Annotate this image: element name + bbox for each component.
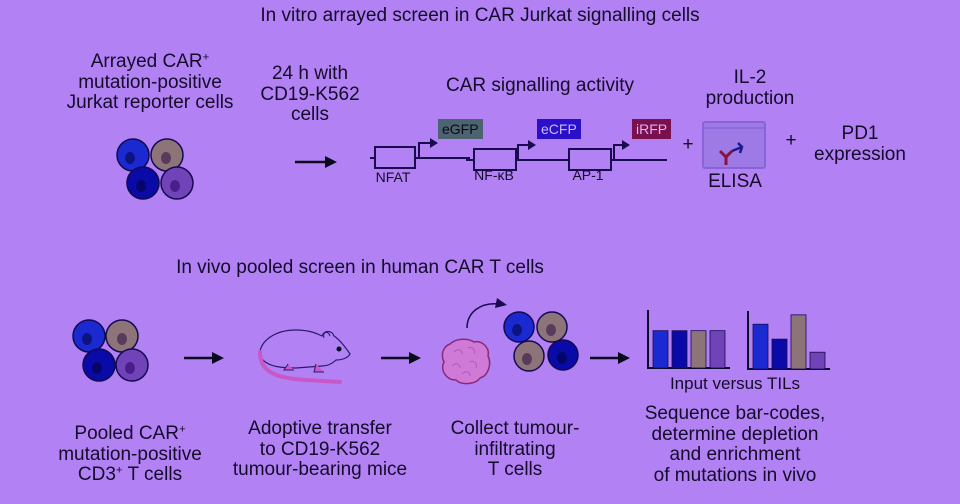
mouse-icon (258, 329, 351, 384)
arrow-icon (295, 156, 337, 168)
bar-tils-2 (771, 338, 788, 370)
bar-tils-1 (752, 323, 769, 370)
bar-input-1 (652, 330, 669, 369)
coculture-label: 24 h with CD19-K562 cells (260, 63, 360, 126)
curved-arrow-icon (466, 298, 507, 329)
signalling-title: CAR signalling activity (446, 75, 634, 96)
cell-cluster-tils (503, 311, 579, 372)
bar-chart-input (647, 310, 730, 369)
cell-blue (116, 138, 150, 172)
step1-label: Pooled CAR+ mutation-positive CD3+ T cel… (58, 423, 202, 486)
cell-cluster-pooled (72, 319, 149, 382)
cell-tan (536, 311, 568, 343)
arrow-icon (381, 352, 421, 364)
cell-violet (160, 166, 194, 200)
cell-blue (72, 319, 106, 353)
top-section-title: In vitro arrayed screen in CAR Jurkat si… (260, 5, 700, 26)
arrow-icon (590, 352, 630, 364)
cell-tan (105, 319, 139, 353)
cell-cluster-top (116, 138, 194, 200)
cell-blue (503, 311, 535, 343)
bar-chart-tils (747, 311, 830, 370)
elisa-well-icon (702, 121, 766, 169)
promoter-nfkb-diagram (466, 140, 566, 171)
pd1-label: PD1 expression (814, 123, 906, 165)
promoter-ap1-diagram (562, 140, 667, 171)
egfp-tag: eGFP (438, 119, 483, 139)
step4-label: Sequence bar-codes, determine depletion … (644, 403, 826, 486)
cell-navy (547, 339, 579, 371)
cell-navy (82, 348, 116, 382)
bottom-section-title: In vivo pooled screen in human CAR T cel… (176, 257, 544, 278)
bar-input-4 (709, 330, 726, 369)
plus-sign: + (785, 130, 797, 151)
plus-sign: + (682, 134, 694, 155)
bar-input-2 (671, 330, 688, 369)
ecfp-tag: eCFP (537, 119, 581, 139)
step3-label: Collect tumour- infiltrating T cells (450, 418, 580, 481)
bar-input-3 (690, 330, 707, 369)
irfp-tag: iRFP (632, 119, 672, 139)
antibody-icon (718, 142, 744, 165)
cell-navy (126, 166, 160, 200)
tumour-icon (441, 338, 491, 385)
bar-tils-4 (809, 351, 826, 370)
nfat-label: NFAT (375, 169, 411, 185)
arrayed-cells-label: Arrayed CAR+ mutation-positive Jurkat re… (66, 51, 234, 114)
step2-label: Adoptive transfer to CD19-K562 tumour-be… (232, 418, 408, 481)
chart-caption: Input versus TILs (669, 374, 801, 393)
elisa-label: ELISA (708, 171, 762, 192)
promoter-nfat-diagram (370, 138, 470, 169)
arrow-icon (184, 352, 224, 364)
cell-violet (115, 348, 149, 382)
nfkb-label: NF-κB (474, 167, 514, 183)
cell-tan (513, 340, 545, 372)
il2-label: IL-2 production (705, 67, 795, 109)
ap1-label: AP-1 (572, 167, 604, 183)
bar-tils-3 (790, 314, 807, 370)
cell-tan (150, 138, 184, 172)
